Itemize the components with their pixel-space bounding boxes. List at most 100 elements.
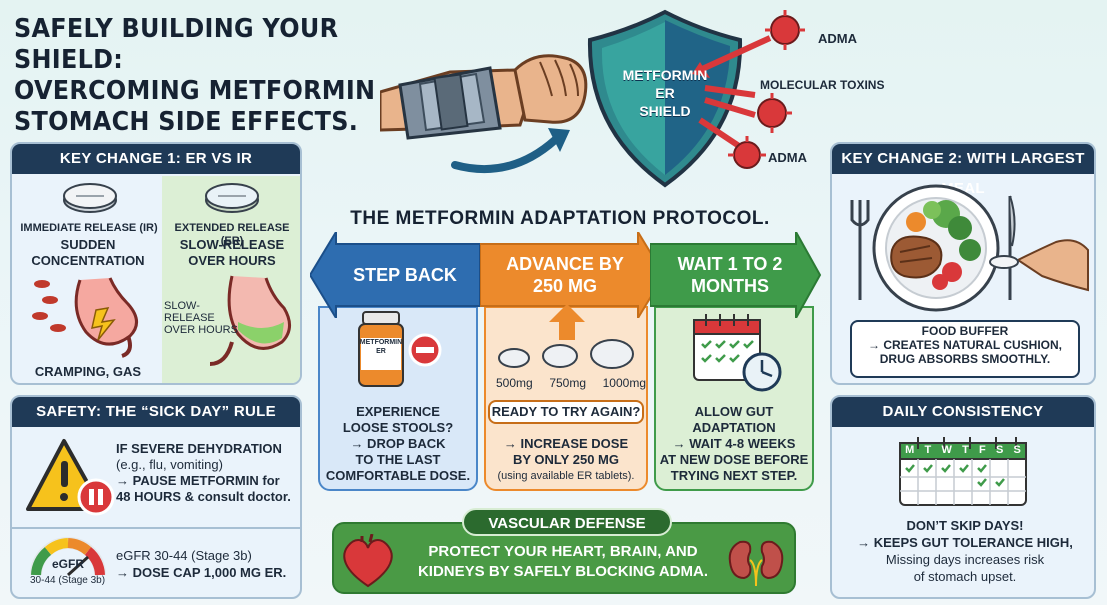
pill-bottle-icon — [358, 311, 442, 387]
weekday-thu: T — [962, 444, 969, 456]
virus-icons — [733, 15, 800, 169]
weekly-calendar-icon — [899, 437, 1027, 506]
er-label: EXTENDED RELEASE (ER) — [174, 222, 290, 247]
food-buffer-text: FOOD BUFFER → CREATES NATURAL CUSHION, D… — [852, 324, 1078, 366]
shield-line-3: SHIELD — [639, 103, 691, 119]
calendar-clock-icon — [693, 314, 782, 392]
weekday-mon: M — [905, 444, 915, 456]
sick-day-rule: IF SEVERE DEHYDRATION (e.g., flu, vomiti… — [116, 441, 300, 505]
daily-line-2: → KEEPS GUT TOLERANCE HIGH, — [857, 535, 1073, 550]
ir-desc: SUDDEN CONCENTRATION — [31, 237, 145, 268]
egfr-gauge-icon — [30, 537, 106, 577]
er-desc: SLOW-RELEASE OVER HOURS — [179, 237, 285, 268]
vascular-line-1: PROTECT YOUR HEART, BRAIN, AND — [428, 543, 698, 560]
advance-text-3: (using available ER tablets). — [497, 470, 635, 482]
step-back-text-1: EXPERIENCE — [356, 404, 440, 419]
food-buffer-line-3: DRUG ABSORBS SMOOTHLY. — [879, 352, 1051, 366]
daily-text: DON’T SKIP DAYS! → KEEPS GUT TOLERANCE H… — [840, 517, 1090, 585]
ir-stomach-icon — [32, 277, 138, 358]
heart-icon — [343, 534, 393, 588]
weekday-sun: S — [1013, 444, 1021, 456]
food-buffer-line-2: → CREATES NATURAL CUSHION, — [867, 338, 1062, 352]
wait-label: WAIT 1 TO 2 MONTHS — [677, 254, 783, 296]
step-back-text-3: → DROP BACK — [350, 436, 446, 451]
weekday-labels: M T W T F S S — [900, 444, 1026, 456]
divider — [12, 527, 300, 529]
rule-line-2: (e.g., flu, vomiting) — [116, 457, 223, 472]
page-title: SAFELY BUILDING YOUR SHIELD: OVERCOMING … — [14, 14, 437, 138]
key-change-2-header: KEY CHANGE 2: WITH LARGEST MEAL — [832, 144, 1094, 197]
wait-text-4: AT NEW DOSE BEFORE — [659, 452, 809, 467]
toxin-label-adma-bottom: ADMA — [768, 150, 807, 165]
vascular-defense-header: VASCULAR DEFENSE — [462, 508, 672, 536]
wait-text-5: TRYING NEXT STEP. — [670, 468, 798, 483]
wait-text: ALLOW GUT ADAPTATION → WAIT 4-8 WEEKS AT… — [658, 404, 810, 484]
dose-1000: 1000mg — [602, 376, 646, 390]
title-line-3: STOMACH SIDE EFFECTS. — [14, 107, 359, 137]
wait-text-3: → WAIT 4-8 WEEKS — [672, 436, 796, 451]
ir-effect: CRAMPING, GAS — [34, 364, 142, 379]
toxin-label-molecular: MOLECULAR TOXINS — [760, 78, 885, 92]
dose-labels: 500mg 750mg 1000mg — [496, 376, 646, 390]
rule-line-3: → PAUSE METFORMIN for — [116, 473, 280, 488]
step-back-text-4: TO THE LAST — [355, 452, 441, 467]
advance-text-1: → INCREASE DOSE — [503, 436, 629, 451]
fork-icon — [850, 200, 870, 300]
steak-icon — [890, 235, 943, 279]
advance-text: → INCREASE DOSE BY ONLY 250 MG (using av… — [486, 436, 646, 484]
gauge-label: eGFR — [52, 557, 85, 571]
wait-arrow-shape — [650, 232, 822, 318]
step-back-label: STEP BACK — [353, 265, 457, 285]
rule-line-1: IF SEVERE DEHYDRATION — [116, 441, 282, 456]
toxin-label-adma-top: ADMA — [818, 31, 857, 46]
weekday-sat: S — [995, 444, 1004, 456]
shield-illustration — [380, 9, 805, 188]
hand-icon — [1016, 239, 1089, 292]
wait-text-2: ADAPTATION — [692, 420, 776, 435]
step-back-text: EXPERIENCE LOOSE STOOLS? → DROP BACK TO … — [324, 404, 472, 484]
ready-callout: READY TO TRY AGAIN? — [488, 400, 644, 424]
protocol-title: THE METFORMIN ADAPTATION PROTOCOL. — [350, 208, 770, 229]
daily-consistency-panel: DAILY CONSISTENCY M T W T F S S DON’T SK… — [830, 395, 1096, 599]
food-buffer-line-1: FOOD BUFFER — [921, 324, 1009, 338]
ir-pill-icon — [63, 183, 117, 213]
dose-pills-icon — [498, 339, 634, 369]
key-change-1-header: KEY CHANGE 1: ER VS IR — [12, 144, 300, 174]
curve-arrow-icon — [451, 136, 559, 174]
gauge-sub: 30-44 (Stage 3b) — [30, 575, 106, 586]
step-back-text-2: LOOSE STOOLS? — [342, 420, 454, 435]
bottle-label: METFORMIN ER — [359, 339, 403, 355]
vascular-text: PROTECT YOUR HEART, BRAIN, AND KIDNEYS B… — [400, 542, 726, 582]
step-back-text-5: COMFORTABLE DOSE. — [325, 468, 471, 483]
er-stomach-icon — [209, 275, 291, 366]
title-line-1: SAFELY BUILDING YOUR SHIELD: — [14, 14, 339, 75]
vascular-line-2: KIDNEYS BY SAFELY BLOCKING ADMA. — [417, 563, 709, 580]
wait-text-1: ALLOW GUT — [694, 404, 774, 419]
kidneys-icon — [728, 540, 784, 587]
advance-label: ADVANCE BY 250 MG — [506, 254, 624, 296]
shield-line-1: METFORMIN — [622, 67, 708, 83]
egfr-line-2: → DOSE CAP 1,000 MG ER. — [116, 565, 287, 580]
dose-750: 750mg — [549, 376, 587, 390]
weekday-tue: T — [924, 444, 932, 456]
daily-line-4: of stomach upset. — [913, 569, 1017, 584]
key-change-1-panel: KEY CHANGE 1: ER VS IR IMMEDIATE RELEASE… — [10, 142, 302, 385]
daily-line-1: DON’T SKIP DAYS! — [906, 518, 1024, 533]
egfr-line-1: eGFR 30-44 (Stage 3b) — [116, 548, 252, 563]
food-buffer-callout — [850, 320, 1080, 378]
weekday-wed: W — [941, 444, 952, 456]
advance-text-2: BY ONLY 250 MG — [513, 452, 619, 467]
daily-line-3: Missing days increases risk — [885, 552, 1045, 567]
rule-line-4: 48 HOURS & consult doctor. — [116, 489, 291, 504]
meal-plate-icon — [850, 184, 1089, 312]
er-pill-icon — [205, 183, 259, 213]
warning-triangle-icon — [26, 439, 115, 516]
shield-line-2: ER — [655, 85, 675, 101]
pill-in-hand-icon — [989, 255, 1019, 269]
sick-day-panel: SAFETY: THE “SICK DAY” RULE IF SEVERE DE… — [10, 395, 302, 599]
key-change-2-panel: KEY CHANGE 2: WITH LARGEST MEAL FOOD BUF… — [830, 142, 1096, 385]
shield-label: METFORMIN ER SHIELD — [606, 66, 724, 120]
daily-consistency-header: DAILY CONSISTENCY — [832, 397, 1094, 427]
weekday-fri: F — [979, 444, 986, 456]
title-line-2: OVERCOMING METFORMIN — [14, 76, 376, 106]
